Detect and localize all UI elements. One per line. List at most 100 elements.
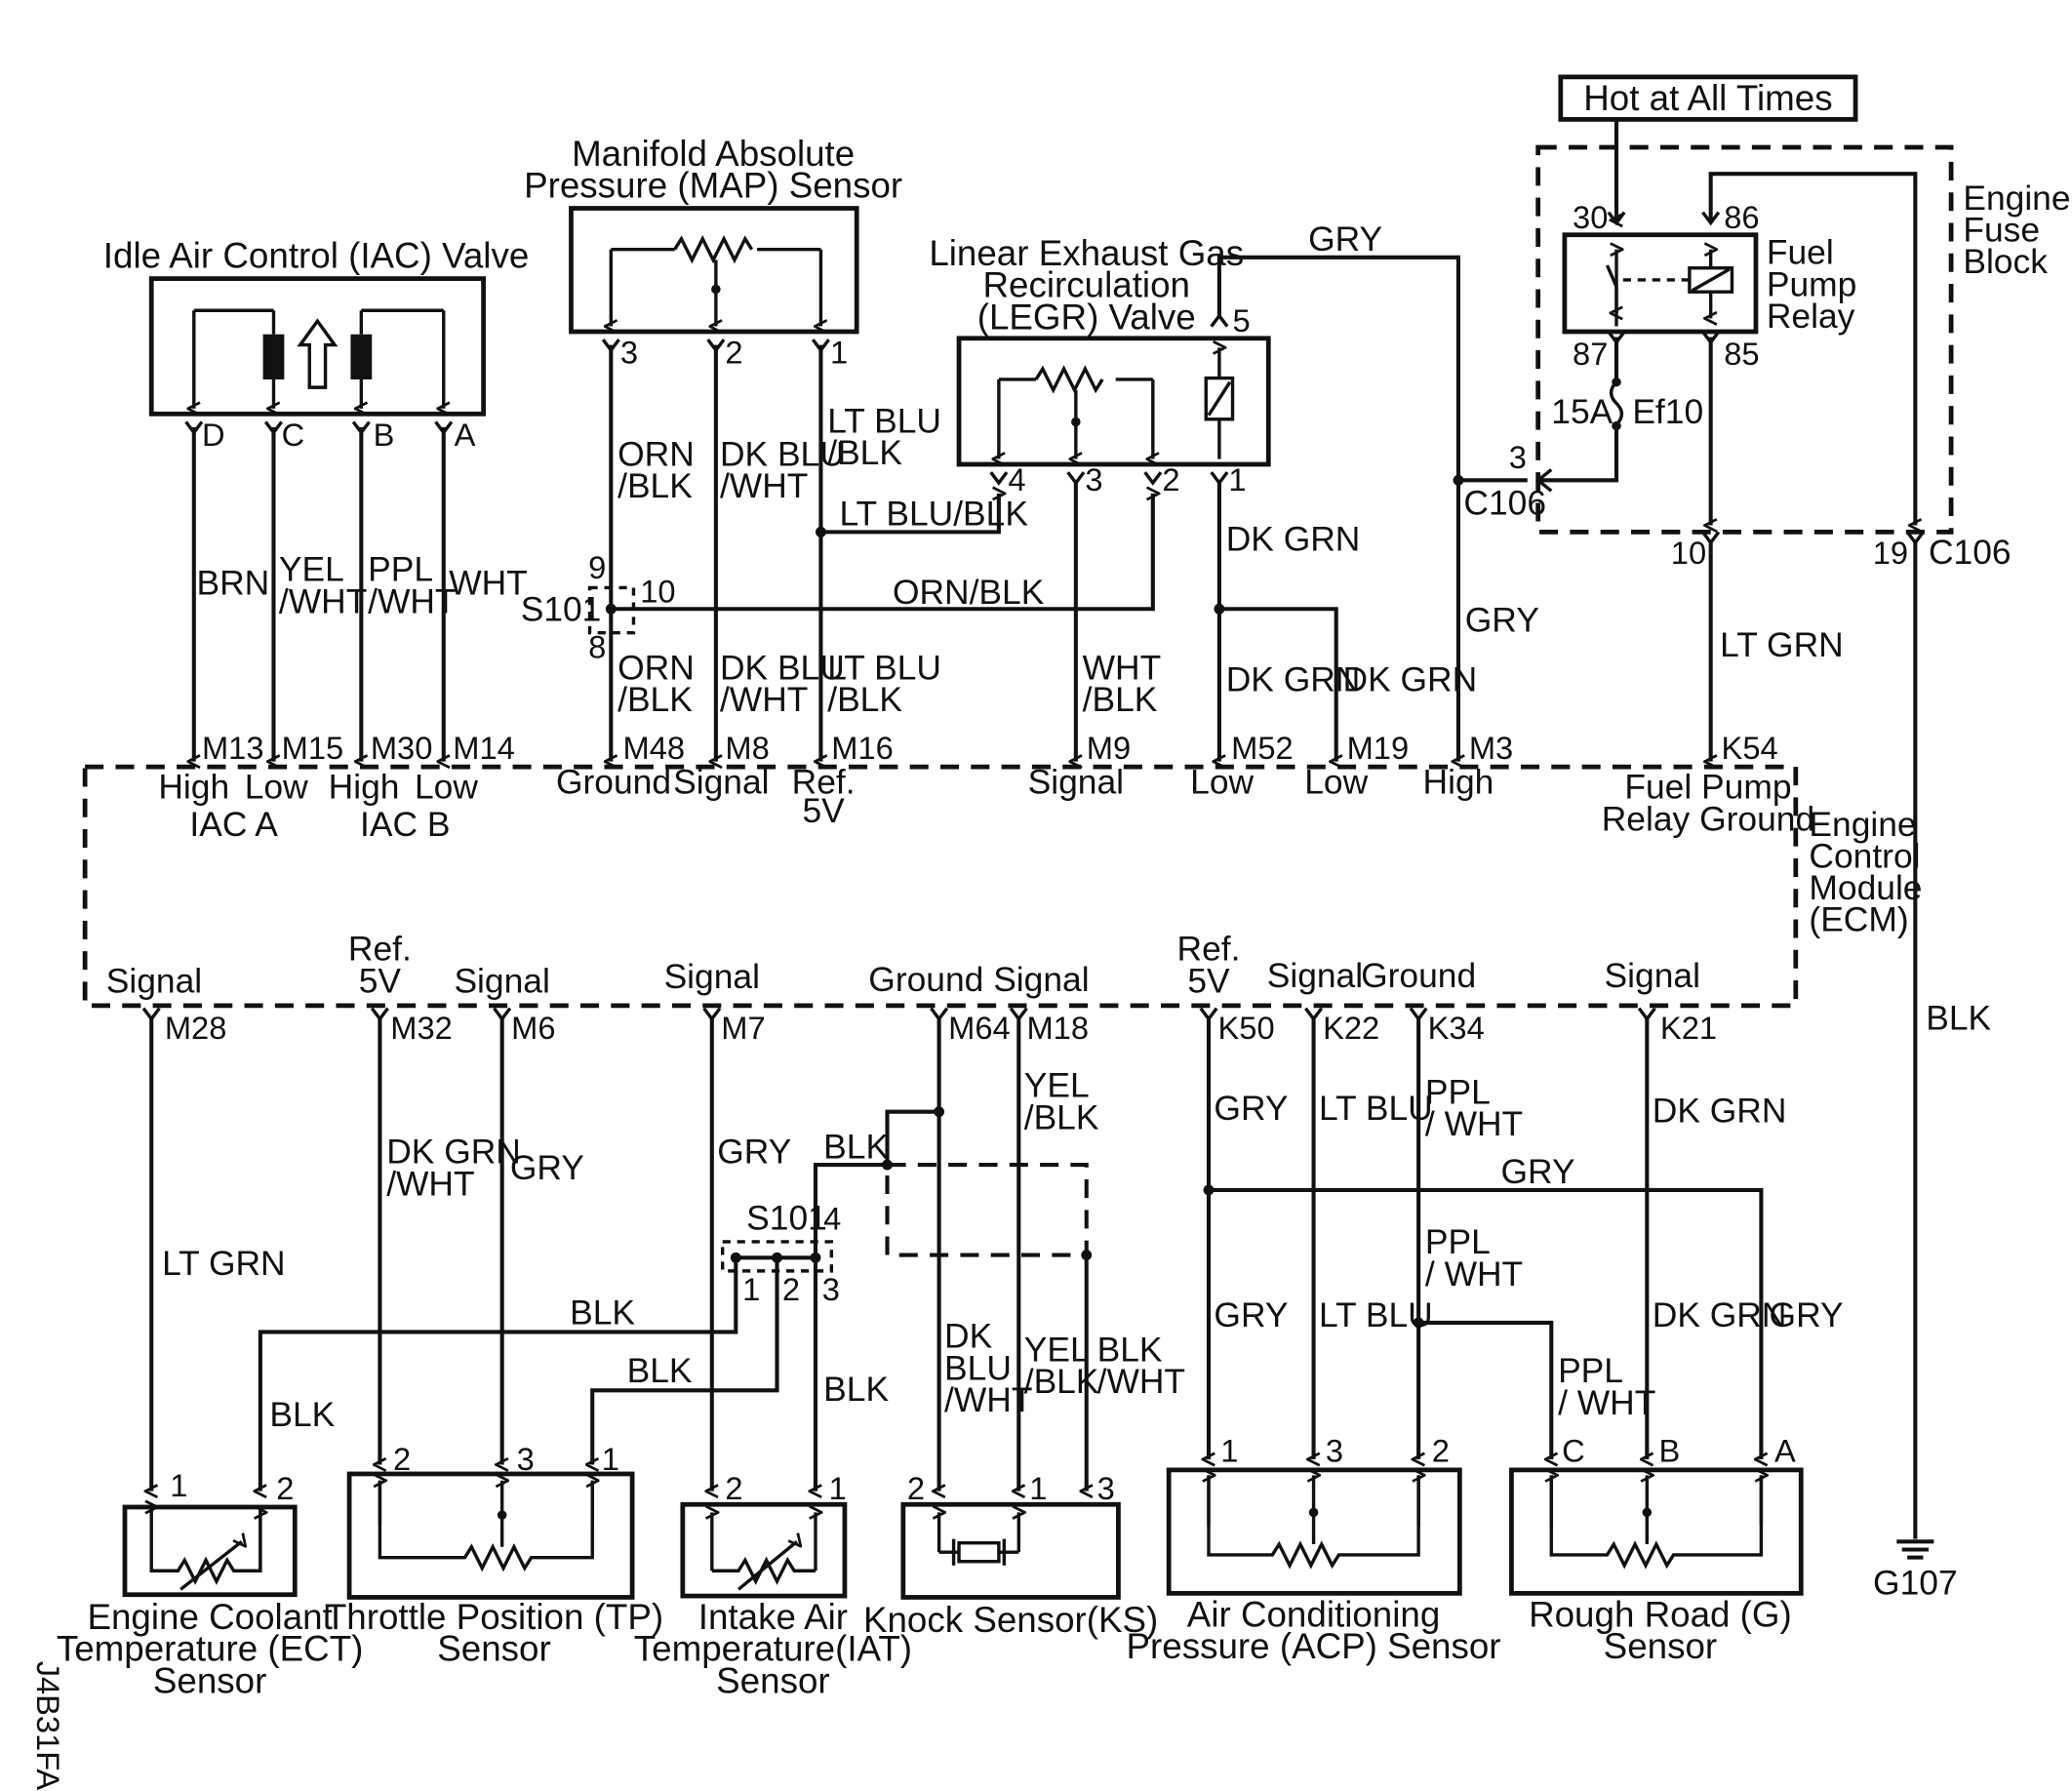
- wire-ks-dkblu-3: /WHT: [944, 1381, 1032, 1419]
- rough-road-sensor: [1509, 1467, 1804, 1596]
- relay-title-3: Relay: [1767, 298, 1855, 336]
- wire-pplwht-k34-1: PPL: [1425, 1074, 1491, 1112]
- pin-r86: 86: [1724, 199, 1759, 235]
- pin-k21: K21: [1660, 1010, 1717, 1046]
- tp-sensor: [346, 1471, 635, 1600]
- pin-iac-a: A: [455, 417, 476, 453]
- map-title-1: Manifold Absolute: [572, 134, 855, 174]
- ks-title: Knock Sensor(KS): [863, 1600, 1158, 1640]
- ecm-label-k34: Ground: [1361, 957, 1476, 995]
- pin-iac-c: C: [282, 417, 305, 453]
- rr-title-1: Rough Road (G): [1529, 1594, 1792, 1634]
- wire-ltblu-k22: LT BLU: [1319, 1090, 1433, 1128]
- wire-ltblu-blk-a1: LT BLU: [827, 402, 941, 440]
- ecm-title-2: Control: [1809, 837, 1920, 875]
- wire-ltblu-blk-b2: /BLK: [827, 681, 902, 719]
- map-title-2: Pressure (MAP) Sensor: [524, 166, 902, 206]
- wire-dkgrn-k21: DK GRN: [1653, 1093, 1787, 1131]
- wire-blk-4: BLK: [823, 1371, 889, 1409]
- ecm-label-m48: Ground: [556, 763, 671, 801]
- wire-blk-1: BLK: [570, 1294, 635, 1332]
- pin-iac-b: B: [374, 417, 395, 453]
- wire-blk-g107: BLK: [1926, 999, 1991, 1037]
- wire-dkgrn-b: DK GRN: [1226, 661, 1361, 699]
- ecm-label-m30: High: [329, 769, 400, 807]
- pin-ks-2: 2: [907, 1470, 925, 1506]
- wire-gry-m7: GRY: [717, 1134, 791, 1172]
- ground-symbol: [1896, 1539, 1934, 1560]
- ecm-label-m19: Low: [1304, 763, 1368, 801]
- pin-c106-3: 3: [1509, 439, 1527, 475]
- fuse-id: Ef10: [1632, 393, 1703, 431]
- wire-gry-h: GRY: [1501, 1153, 1575, 1191]
- pin-c106-19: 19: [1873, 535, 1908, 571]
- pin-legr-2: 2: [1162, 461, 1179, 498]
- pin-m13: M13: [202, 730, 264, 766]
- fuse-rating: 15A: [1551, 393, 1613, 431]
- hot-at-all-times: Hot at All Times: [1583, 78, 1832, 118]
- pin-m8: M8: [725, 730, 769, 766]
- ks-sensor: [900, 1501, 1121, 1600]
- legr-title-2: Recirculation: [983, 265, 1190, 305]
- hot-at-all-times-box: [1558, 74, 1858, 122]
- tp-title-2: Sensor: [437, 1629, 550, 1669]
- pin-m14: M14: [453, 730, 515, 766]
- drawing-id: J4B31FA2: [30, 1661, 66, 1791]
- relay-title-2: Pump: [1767, 265, 1856, 303]
- pin-m52: M52: [1231, 730, 1294, 766]
- wire-pplwht-rr-2: / WHT: [1558, 1384, 1655, 1422]
- pin-k34: K34: [1428, 1010, 1485, 1046]
- wire-yel-wht-2: /WHT: [279, 582, 367, 620]
- pin-s101t-9: 9: [588, 549, 606, 585]
- wire-ks-yelblk-a1: YEL: [1024, 1067, 1090, 1105]
- pin-map-1: 1: [830, 335, 848, 371]
- wire-ltblu-acp3: LT BLU: [1319, 1296, 1433, 1334]
- wire-dkgrn-c: DK GRN: [1343, 661, 1478, 699]
- ecm-label-m16-2: 5V: [803, 792, 846, 830]
- wire-gry-m3: GRY: [1465, 601, 1539, 639]
- ecm-label-m32-2: 5V: [359, 962, 402, 1000]
- wire-orn-blk-b1: ORN: [618, 649, 695, 687]
- wire-ltblu-blk-h: LT BLU/BLK: [839, 496, 1028, 534]
- pin-s101b-4: 4: [823, 1201, 841, 1237]
- pin-tp-2: 2: [393, 1441, 411, 1477]
- wire-ks-blkwht-2: /WHT: [1097, 1363, 1185, 1401]
- wire-blk-2: BLK: [627, 1352, 693, 1390]
- wire-ks-yelblk-b2: /BLK: [1024, 1363, 1099, 1401]
- acp-sensor: [1166, 1467, 1462, 1596]
- pin-s101t-8: 8: [588, 629, 606, 665]
- wire-wht: WHT: [449, 564, 528, 602]
- iat-title-1: Intake Air: [698, 1597, 848, 1637]
- wire-orn-blk-b2: /BLK: [618, 681, 693, 719]
- wire-gry-k50: GRY: [1214, 1090, 1288, 1128]
- pin-m48: M48: [623, 730, 686, 766]
- engine-fuse-block: [1534, 119, 1954, 535]
- rr-title-2: Sensor: [1604, 1626, 1717, 1666]
- pin-k22: K22: [1323, 1010, 1379, 1046]
- ecm-label-m13: High: [158, 769, 229, 807]
- wire-dkblu-wht-a2: /WHT: [720, 467, 808, 505]
- wire-dkblu-wht-b1: DK BLU: [720, 649, 845, 687]
- pin-s101b-1: 1: [742, 1271, 760, 1307]
- pin-s101b-2: 2: [782, 1271, 800, 1307]
- ecm-label-iac-a: IAC A: [189, 806, 278, 844]
- pin-m6: M6: [511, 1010, 555, 1046]
- wire-pplwht-k34b-2: / WHT: [1425, 1255, 1523, 1294]
- wire-wht-blk-1: WHT: [1083, 649, 1162, 687]
- connector-c106-b: C106: [1929, 534, 2012, 572]
- pin-iac-d: D: [202, 417, 225, 453]
- wire-ppl-wht-2: /WHT: [368, 582, 456, 620]
- ecm-box: [82, 764, 1799, 1009]
- wire-gry-m6: GRY: [510, 1149, 584, 1187]
- ect-sensor: [122, 1507, 298, 1598]
- wire-dkgrn-wht-2: /WHT: [386, 1165, 474, 1203]
- bottom-wires: [141, 1007, 1761, 1492]
- acp-title-2: Pressure (ACP) Sensor: [1127, 1626, 1501, 1666]
- wire-gry-top: GRY: [1308, 220, 1382, 259]
- wire-orn-blk-a1: ORN: [618, 435, 695, 473]
- ect-title-1: Engine Coolant: [87, 1597, 332, 1637]
- pin-m18: M18: [1026, 1010, 1089, 1046]
- pin-ks-1: 1: [1029, 1470, 1047, 1506]
- wire-ltgrn-m28: LT GRN: [162, 1245, 286, 1283]
- wire-ppl-wht-1: PPL: [368, 551, 433, 589]
